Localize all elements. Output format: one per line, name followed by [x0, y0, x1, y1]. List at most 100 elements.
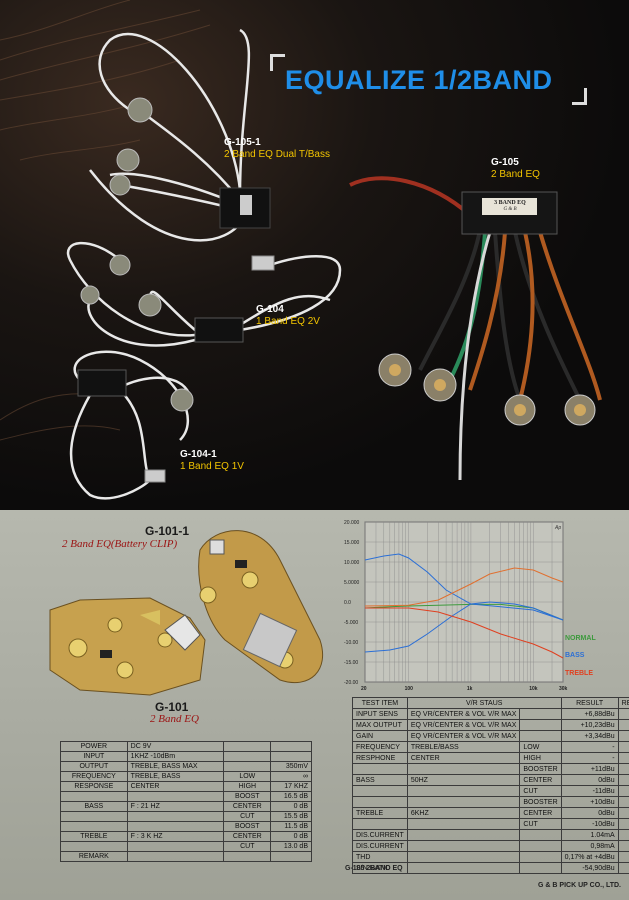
spec-cell: BOOST	[223, 791, 272, 802]
chart-y-tick: -15.00	[344, 660, 358, 666]
spec-cell: 16.5 dB	[270, 791, 312, 802]
test-cell	[406, 829, 521, 841]
chart-x-tick: 10k	[529, 686, 538, 692]
test-cell: +10dBu	[560, 796, 619, 808]
spec-cell: CENTER	[223, 801, 272, 812]
title-bracket-right	[572, 88, 587, 105]
spec-cell	[270, 751, 312, 762]
spec-cell: 0 dB	[270, 801, 312, 812]
test-row: BOOSTER+10dBu	[352, 796, 629, 808]
spec-cell: DC 9V	[126, 741, 225, 752]
test-cell: GAIN	[352, 730, 408, 742]
test-cell: +11dBu	[560, 763, 619, 775]
pcb-desc-g101: 2 Band EQ	[150, 713, 199, 725]
spec-cell: F : 21 HZ	[126, 801, 225, 812]
test-cell: -54,90dBu	[560, 862, 619, 874]
chart-series-treble	[365, 607, 564, 659]
spec-cell	[223, 851, 272, 862]
spec-cell	[270, 851, 312, 862]
test-cell: 50HZ	[406, 774, 521, 786]
spec-cell: 11.5 dB	[270, 821, 312, 832]
test-cell	[519, 840, 562, 852]
test-row: DIS.CURRENT 0,98mA	[352, 840, 629, 852]
company-name: G & B PICK UP CO., LTD.	[538, 882, 621, 889]
pcb-desc-g101-1: 2 Band EQ(Battery CLIP)	[62, 538, 178, 550]
test-cell: +6,88dBu	[560, 708, 619, 720]
spec-cell	[223, 751, 272, 762]
test-cell: 0,98mA	[560, 840, 619, 852]
spec-cell	[60, 841, 128, 852]
test-row: BOOSTER+11dBu	[352, 763, 629, 775]
chart-x-tick: 30k	[559, 686, 568, 692]
chart-series-treble	[364, 567, 564, 607]
test-cell	[352, 796, 408, 808]
test-header-remark: REMARK	[617, 697, 629, 709]
test-cell-remark	[617, 796, 629, 808]
chart-y-tick: 20.000	[344, 520, 360, 526]
test-cell: 0dBu	[560, 774, 619, 786]
test-cell: 6KHZ	[406, 807, 521, 819]
test-cell-remark	[617, 807, 629, 819]
legend-treble: TREBLE	[565, 670, 593, 677]
chart-y-tick: 15.000	[344, 540, 360, 546]
spec-cell: BOOST	[223, 821, 272, 832]
test-cell: FREQUENCY	[352, 741, 408, 753]
background-texture	[0, 0, 602, 500]
test-cell: TREBLE/BASS	[406, 741, 521, 753]
spec-cell: BASS	[60, 801, 128, 812]
spec-cell: POWER	[60, 741, 128, 752]
frequency-response-chart: 20.00015.00010.0005.00000.0-5.000-10.00-…	[344, 520, 568, 692]
spec-row: REMARK	[60, 851, 312, 862]
spec-cell	[60, 811, 128, 822]
test-cell	[519, 730, 562, 742]
test-cell: 0,17% at +4dBu	[560, 851, 619, 863]
eq-box-label: 3 BAND EQ G & B	[494, 200, 526, 212]
test-cell: S/N RATIO	[352, 862, 408, 874]
product-label-g104-1: G-104-1 1 Band EQ 1V	[180, 449, 244, 472]
spec-cell: 350mV	[270, 761, 312, 772]
test-cell-remark	[617, 719, 629, 731]
test-header-item: TEST ITEM	[352, 697, 408, 709]
spec-cell: 1KHZ -10dBm	[126, 751, 225, 762]
spec-cell: CUT	[223, 811, 272, 822]
test-cell: DIS.CURRENT	[352, 840, 408, 852]
test-cell: RESPHONE	[352, 752, 408, 764]
spec-cell	[126, 841, 225, 852]
product-label-g104: G-104 1 Band EQ 2V	[256, 304, 320, 327]
test-cell: -11dBu	[560, 785, 619, 797]
test-cell-remark	[617, 774, 629, 786]
chart-corner-label: Ap	[554, 525, 561, 531]
test-cell: 0dBu	[560, 807, 619, 819]
test-cell: INPUT SENS	[352, 708, 408, 720]
test-cell: HIGH	[519, 752, 562, 764]
spec-cell: CENTER	[223, 831, 272, 842]
legend-normal: NORMAL	[565, 635, 596, 642]
test-cell-remark	[617, 840, 629, 852]
test-row: S/N RATIO -54,90dBu	[352, 862, 629, 874]
chart-y-tick: -20.00	[344, 680, 358, 686]
test-cell-remark	[617, 829, 629, 841]
spec-cell: FREQUENCY	[60, 771, 128, 782]
test-cell: EQ VR/CENTER & VOL V/R MAX	[406, 730, 521, 742]
chart-y-tick: 5.0000	[344, 580, 360, 586]
test-cell	[519, 719, 562, 731]
test-table-caption: G-105 2BAND EQ	[345, 865, 403, 872]
test-cell: THD	[352, 851, 408, 863]
chart-x-tick: 1k	[467, 686, 473, 692]
test-cell	[519, 851, 562, 863]
test-cell: 1.04mA	[560, 829, 619, 841]
title-bracket-left	[270, 54, 285, 71]
test-cell	[352, 763, 408, 775]
pcb-code-g101: G-101	[155, 700, 189, 714]
spec-cell: RESPONSE	[60, 781, 128, 792]
